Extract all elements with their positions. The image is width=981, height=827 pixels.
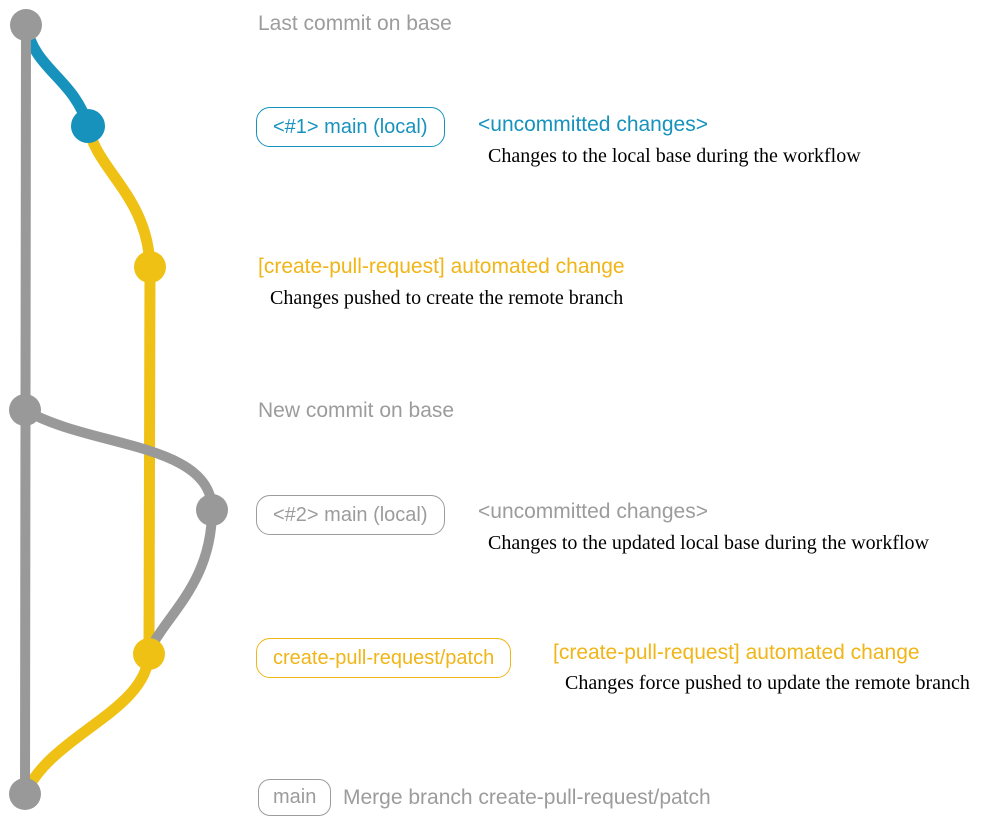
- desc-local-base-changes-1: Changes to the local base during the wor…: [488, 145, 861, 167]
- edge-new-base-to-local-main-2: [20, 405, 217, 515]
- branch-badge-main-local-1-label: <#1> main (local): [273, 115, 428, 138]
- edge-patch-merge-into-base: [19, 648, 155, 800]
- branch-badge-main-label: main: [273, 786, 317, 808]
- branch-badge-main: main: [258, 779, 332, 816]
- label-merge-branch: Merge branch create-pull-request/patch: [343, 786, 711, 809]
- edge-blue-to-patch-commit: [82, 120, 156, 273]
- branch-badge-main-local-2: <#2> main (local): [256, 495, 445, 535]
- branch-badge-create-pull-request-patch: create-pull-request/patch: [256, 638, 512, 678]
- edge-patch-branch-vertical: [143, 261, 156, 660]
- label-new-commit-on-base: New commit on base: [258, 399, 455, 422]
- commit-node-base-new: [9, 394, 41, 426]
- label-uncommitted-changes-1: <uncommitted changes>: [478, 113, 708, 136]
- label-last-commit-on-base: Last commit on base: [258, 12, 452, 35]
- commit-node-patch-2: [133, 638, 165, 670]
- commit-node-main-local-2: [196, 494, 228, 526]
- label-automated-change-2: [create-pull-request] automated change: [553, 641, 920, 664]
- desc-force-pushed-update-remote-branch: Changes force pushed to update the remot…: [565, 672, 970, 694]
- desc-pushed-create-remote-branch: Changes pushed to create the remote bran…: [270, 287, 624, 309]
- branch-badge-main-local-2-label: <#2> main (local): [273, 503, 428, 526]
- branch-badge-create-pull-request-patch-label: create-pull-request/patch: [273, 646, 495, 669]
- commit-node-base-merge: [9, 778, 41, 810]
- label-automated-change-1: [create-pull-request] automated change: [258, 255, 625, 278]
- branch-badge-main-local-1: <#1> main (local): [256, 107, 445, 147]
- edge-local-main-2-to-patch-commit-2: [146, 505, 217, 652]
- commit-node-main-local-1: [71, 109, 105, 143]
- desc-local-base-changes-2: Changes to the updated local base during…: [488, 532, 929, 554]
- commit-node-base-tip: [10, 9, 42, 41]
- commit-node-patch-1: [134, 251, 166, 283]
- label-uncommitted-changes-2: <uncommitted changes>: [478, 500, 708, 523]
- edge-base-to-local-main: [20, 19, 94, 132]
